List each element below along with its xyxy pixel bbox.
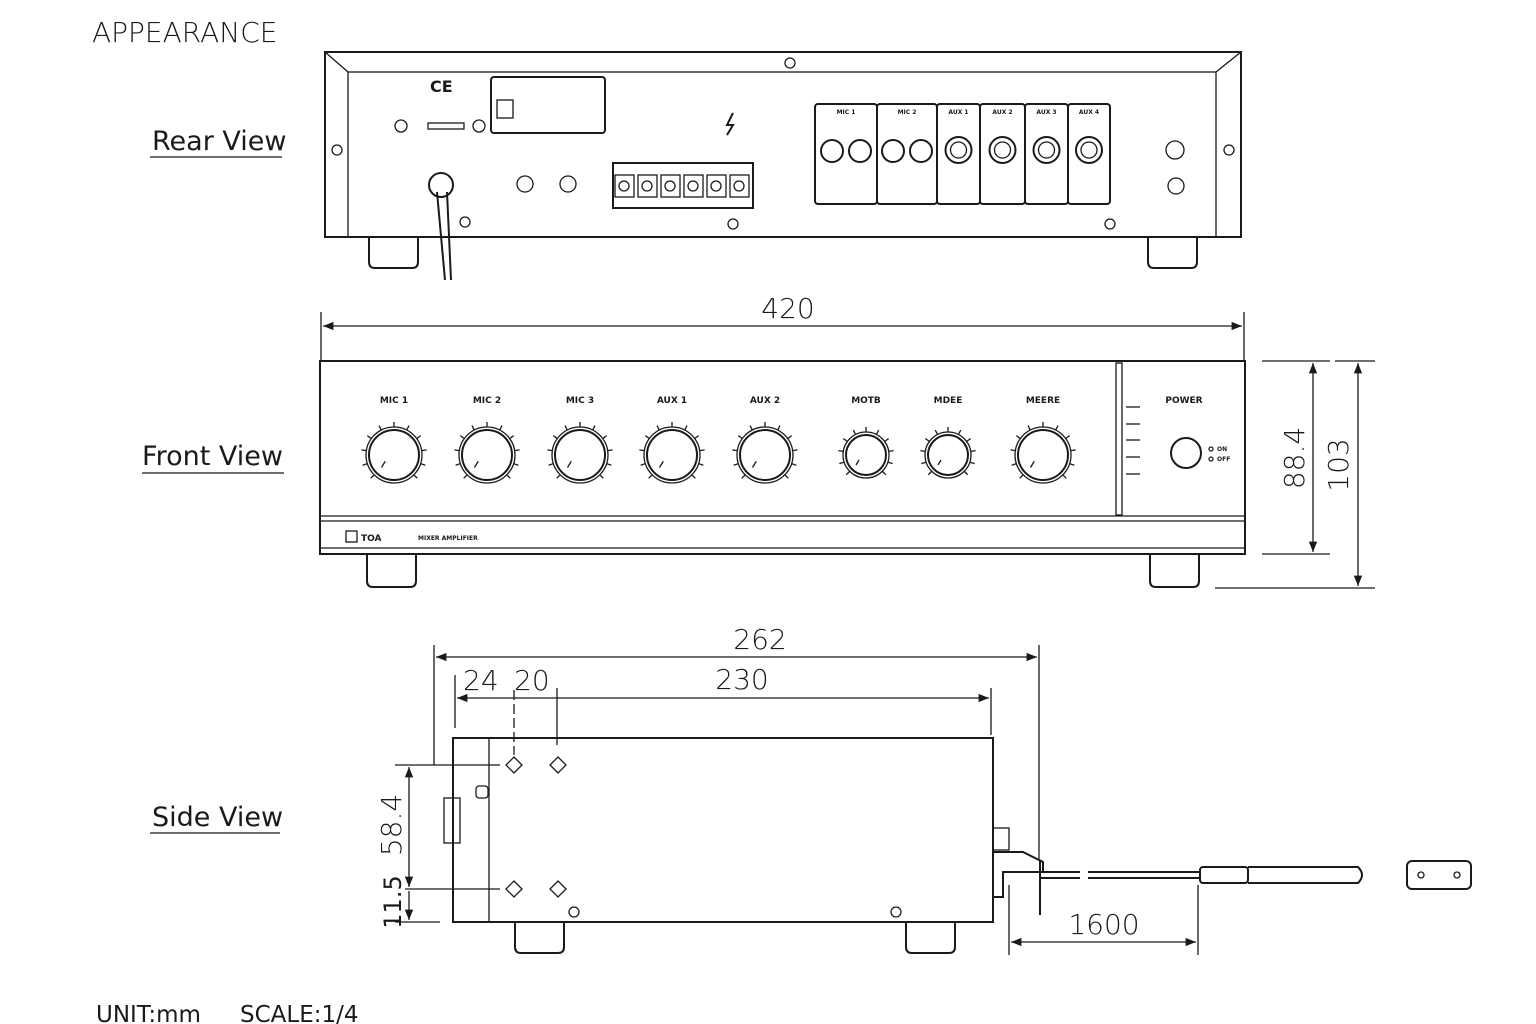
side-bottom-value: 11.5: [379, 875, 407, 928]
rear-input-label: AUX 3: [1036, 109, 1056, 116]
depth-total-value: 262: [733, 623, 786, 656]
speaker-terminal[interactable]: [660, 174, 681, 198]
side-view-label: Side View: [152, 802, 283, 833]
width-value: 420: [761, 292, 814, 325]
rear-view-label: Rear View: [152, 126, 286, 157]
rear-input-module: MIC 2: [876, 103, 938, 205]
volume-knob[interactable]: [838, 427, 894, 479]
power-off-label: OFF: [1217, 456, 1230, 463]
rear-input-label: MIC 1: [837, 109, 856, 116]
knob-label: MOTB: [851, 396, 881, 406]
unit-label: UNIT:mm: [96, 1002, 201, 1024]
rear-input-label: MIC 2: [898, 109, 917, 116]
rear-input-label: AUX 4: [1079, 109, 1099, 116]
screw-icon: [505, 880, 523, 898]
front-view-label: Front View: [142, 441, 283, 472]
depth-body-value: 230: [715, 663, 768, 696]
model-text: MIXER AMPLIFIER: [418, 535, 478, 542]
speaker-terminal[interactable]: [614, 174, 635, 198]
rear-input-module: AUX 4: [1067, 103, 1111, 205]
xlr-jack[interactable]: [848, 139, 872, 163]
rca-jack[interactable]: [1032, 136, 1061, 164]
knob-label: MIC 3: [566, 396, 594, 406]
speaker-terminal[interactable]: [706, 174, 727, 198]
volume-knob[interactable]: [732, 422, 798, 484]
offset-b-value: 20: [514, 664, 550, 697]
volume-knob[interactable]: [639, 422, 705, 484]
rca-jack[interactable]: [944, 136, 973, 164]
rca-jack[interactable]: [988, 136, 1017, 164]
rear-input-module: AUX 1: [936, 103, 981, 205]
brand-logo: TOA: [361, 534, 382, 544]
screw-icon: [549, 880, 567, 898]
knob-label: MIC 1: [380, 396, 408, 406]
volume-knob[interactable]: [547, 422, 613, 484]
speaker-terminal[interactable]: [729, 174, 750, 198]
screw-icon: [505, 756, 523, 774]
knob-label: AUX 2: [750, 396, 780, 406]
knob-label: MEERE: [1026, 396, 1060, 406]
rca-jack[interactable]: [1075, 136, 1103, 164]
cord-length-value: 1600: [1068, 908, 1139, 941]
speaker-terminal[interactable]: [637, 174, 658, 198]
volume-knob[interactable]: [361, 422, 427, 484]
height-total-value: 103: [1322, 438, 1355, 491]
side-height-value: 58.4: [375, 794, 408, 856]
screw-icon: [549, 756, 567, 774]
xlr-jack[interactable]: [881, 139, 905, 163]
volume-knob[interactable]: [1010, 422, 1076, 484]
power-on-label: ON: [1217, 446, 1227, 453]
drawing-title: APPEARANCE: [92, 16, 277, 49]
rear-input-label: AUX 1: [948, 109, 968, 116]
speaker-terminal[interactable]: [683, 174, 704, 198]
knob-label: AUX 1: [657, 396, 687, 406]
power-switch[interactable]: [1170, 437, 1202, 469]
knob-label: MDEE: [934, 396, 963, 406]
height-body-value: 88.4: [1278, 427, 1311, 489]
side-view: [443, 737, 1472, 954]
width-dimension: 420: [320, 292, 1245, 360]
offset-a-value: 24: [463, 664, 499, 697]
rear-input-label: AUX 2: [992, 109, 1012, 116]
xlr-jack[interactable]: [909, 139, 933, 163]
front-view: TOA MIXER AMPLIFIER MIC 1 MIC 2 MIC 3 AUX 1…: [319, 360, 1246, 588]
ce-mark: CE: [430, 77, 453, 96]
xlr-jack[interactable]: [820, 139, 844, 163]
rear-input-module: AUX 3: [1024, 103, 1069, 205]
power-label: POWER: [1165, 396, 1202, 406]
volume-knob[interactable]: [454, 422, 520, 484]
rear-input-module: MIC 1: [814, 103, 878, 205]
scale-label: SCALE:1/4: [240, 1002, 359, 1024]
volume-knob[interactable]: [920, 427, 976, 479]
side-dimensions: 262 230 24 20 58.4 11.5 1600: [375, 623, 1199, 955]
rear-input-module: AUX 2: [979, 103, 1026, 205]
knob-label: MIC 2: [473, 396, 501, 406]
rear-view: CE MIC 1 MIC 2 AUX 1 AUX 2 AUX 3 AUX 4: [324, 51, 1242, 281]
height-dimensions: 88.4 103: [1215, 360, 1375, 589]
